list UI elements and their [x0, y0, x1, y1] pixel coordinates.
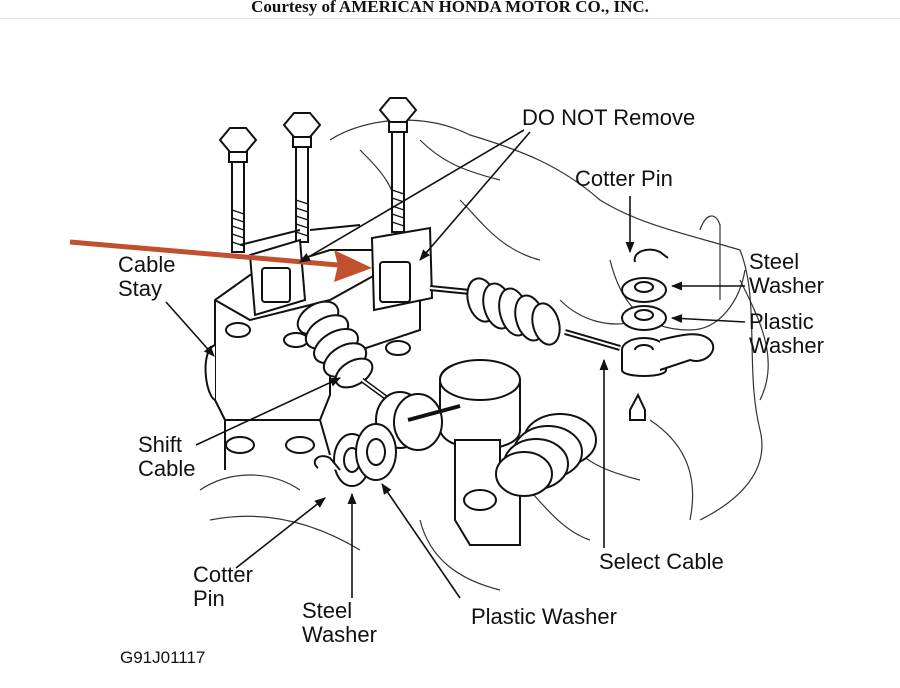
- bolt-left: [218, 127, 258, 253]
- label-do-not-remove: DO NOT Remove: [522, 105, 696, 130]
- leader-lines: [165, 129, 746, 599]
- label-cable-stay-line2: Stay: [118, 276, 163, 301]
- label-cotter-pin-left-line1: Cotter: [193, 562, 253, 587]
- label-plastic-washer-right-line2: Washer: [749, 333, 824, 358]
- label-cotter-pin-top: Cotter Pin: [575, 166, 673, 191]
- select-cable-washers: [621, 248, 715, 421]
- label-steel-washer-right-line1: Steel: [749, 249, 800, 274]
- label-plastic-washer-bottom: Plastic Washer: [471, 604, 617, 629]
- bolt-middle: [282, 112, 322, 243]
- figure-id: G91J01117: [120, 648, 206, 667]
- label-steel-washer-right-line2: Washer: [749, 273, 824, 298]
- label-steel-washer-bottom-line1: Steel: [302, 598, 353, 623]
- shift-lever-assembly: [375, 359, 597, 546]
- bolt-right: [378, 97, 418, 233]
- label-steel-washer-bottom-line2: Washer: [302, 622, 377, 647]
- select-cable-boot: [429, 277, 621, 351]
- label-plastic-washer-right-line1: Plastic: [749, 309, 814, 334]
- label-cotter-pin-left-line2: Pin: [193, 586, 225, 611]
- shift-cable-washers: [313, 423, 397, 487]
- label-cable-stay-line1: Cable: [118, 252, 176, 277]
- label-shift-cable-line2: Cable: [138, 456, 196, 481]
- label-select-cable: Select Cable: [599, 549, 724, 574]
- label-shift-cable-line1: Shift: [138, 432, 183, 457]
- shift-cable-boot: [296, 300, 394, 405]
- courtesy-header: Courtesy of AMERICAN HONDA MOTOR CO., IN…: [0, 0, 900, 19]
- highlight-arrow: [69, 239, 372, 282]
- bolts: [218, 97, 418, 253]
